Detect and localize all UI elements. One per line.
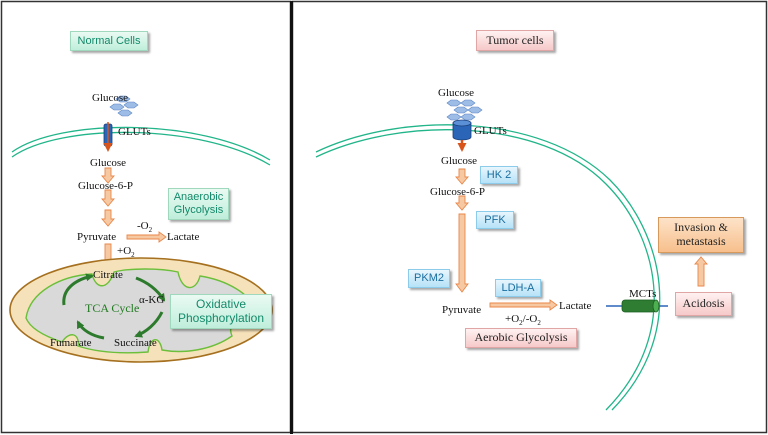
pyruvate-label: Pyruvate — [77, 231, 116, 243]
anaerobic-glycolysis-box: Anaerobic Glycolysis — [168, 188, 229, 220]
tumor-glucose-inside-label: Glucose — [441, 155, 477, 167]
tumor-glucose-6-p-label: Glucose-6-P — [430, 186, 485, 198]
lactate-label: Lactate — [167, 231, 199, 243]
mct-transporter-icon — [606, 299, 668, 313]
glucose-inside-label: Glucose — [90, 157, 126, 169]
glucose-6-p-label: Glucose-6-P — [78, 180, 133, 192]
alpha-kg-label: α-KG — [139, 294, 164, 306]
citrate-label: Citrate — [93, 269, 123, 281]
glycolysis-arrows — [101, 167, 167, 268]
pfk-enzyme-box: PFK — [476, 211, 514, 229]
minus-o2-label: -O2 — [137, 220, 153, 234]
tumor-cells-title: Tumor cells — [476, 30, 554, 51]
normal-cells-panel — [0, 0, 292, 434]
tumor-lactate-label: Lactate — [559, 300, 591, 312]
invasion-metastasis-box: Invasion & metastasis — [658, 217, 744, 253]
pkm2-enzyme-box: PKM2 — [408, 269, 450, 288]
glucose-outside-label: Glucose — [92, 92, 128, 104]
ldha-enzyme-box: LDH-A — [495, 279, 541, 297]
tumor-glut-transporter-icon — [452, 119, 472, 152]
tumor-glucose-outside-label: Glucose — [438, 87, 474, 99]
tumor-glucose-molecules-icon — [446, 99, 483, 121]
mcts-label: MCTs — [629, 288, 656, 300]
fumarate-label: Fumarate — [50, 337, 92, 349]
tumor-glycolysis-arrows — [455, 168, 708, 311]
glucose-molecules-icon — [109, 95, 139, 117]
normal-cell-membrane — [11, 126, 271, 161]
tca-cycle-arrows — [62, 273, 166, 340]
tumor-pyruvate-label: Pyruvate — [442, 304, 481, 316]
succinate-label: Succinate — [114, 337, 157, 349]
tumor-gluts-label: GLUTs — [474, 125, 507, 137]
oxidative-phosphorylation-box: Oxidative Phosphorylation — [170, 294, 272, 329]
tumor-cell-membrane — [315, 124, 661, 411]
normal-cells-title: Normal Cells — [70, 31, 148, 51]
o2-condition-label: +O2/-O2 — [505, 313, 541, 327]
gluts-label: GLUTs — [118, 126, 151, 138]
aerobic-glycolysis-box: Aerobic Glycolysis — [465, 328, 577, 348]
tca-cycle-label: TCA Cycle — [85, 301, 139, 315]
hk2-enzyme-box: HK 2 — [480, 166, 518, 184]
glut-transporter-icon — [103, 122, 113, 152]
acidosis-box: Acidosis — [675, 292, 732, 316]
plus-o2-label: +O2 — [117, 245, 135, 259]
